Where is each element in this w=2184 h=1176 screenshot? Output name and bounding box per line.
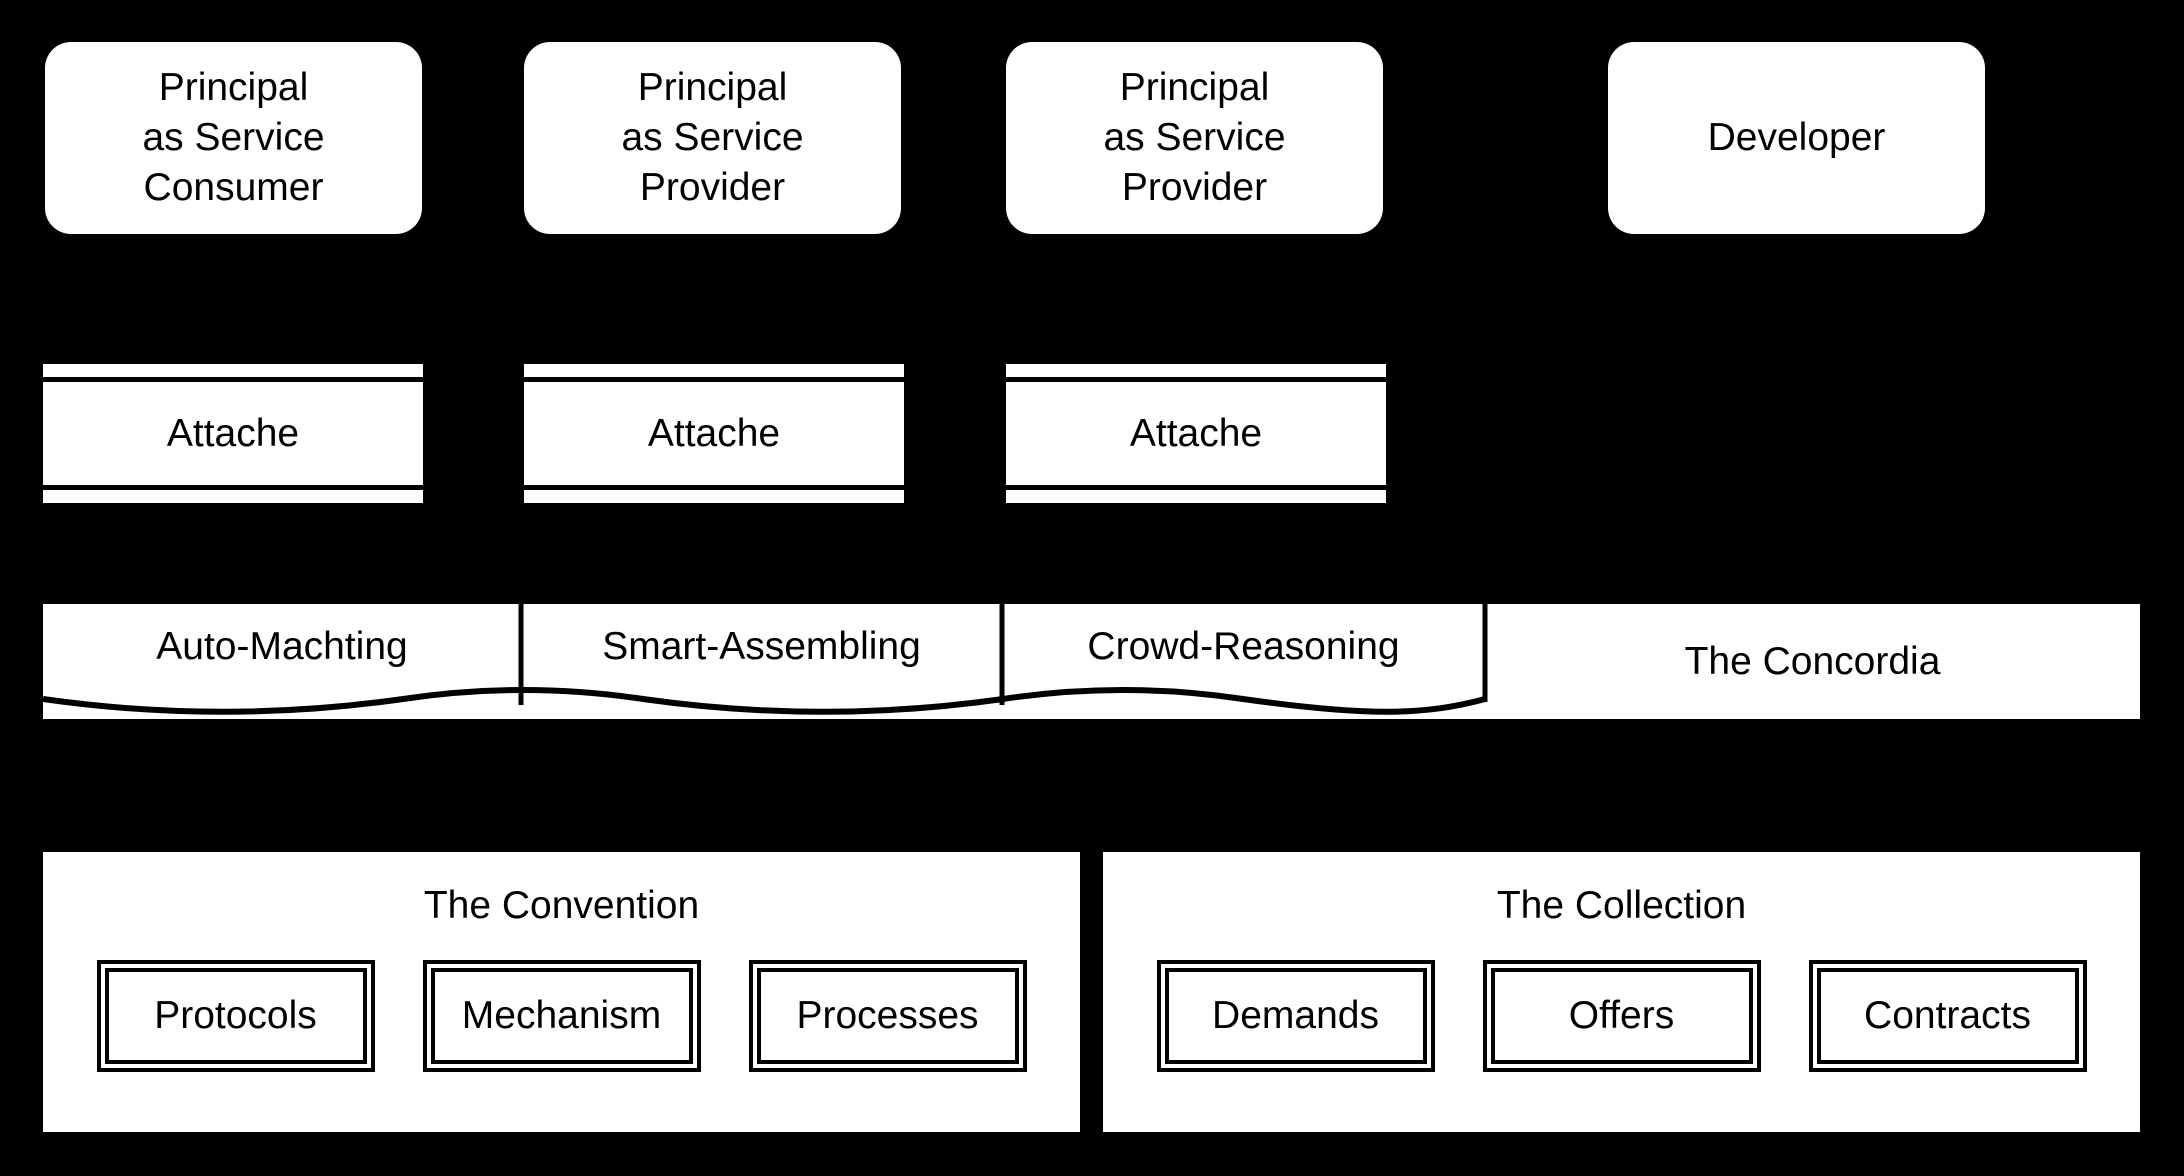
panel-item-protocols[interactable]: Protocols	[96, 960, 375, 1072]
principal-card-service-provider-2[interactable]: Principal as Service Provider	[1006, 42, 1383, 234]
panel-item-inner: Demands	[1164, 968, 1427, 1064]
panel-item-demands[interactable]: Demands	[1156, 960, 1435, 1072]
panel-item-label: Processes	[796, 994, 979, 1037]
attache-label: Attache	[166, 411, 300, 455]
panel-the-convention[interactable]: The Convention Protocols Mechanism Proce…	[43, 852, 1080, 1132]
capability-band-outline	[42, 604, 1488, 715]
attache-bottom-cap	[43, 490, 423, 503]
principal-card-service-consumer[interactable]: Principal as Service Consumer	[45, 42, 422, 234]
band-segment-label: Auto-Machting	[156, 625, 408, 668]
panel-item-label: Protocols	[154, 994, 317, 1037]
attache-block-2[interactable]: Attache	[524, 364, 904, 503]
principal-card-label: Developer	[1707, 116, 1886, 160]
principal-card-service-provider-1[interactable]: Principal as Service Provider	[524, 42, 901, 234]
capability-band: Auto-Machting Smart-Assembling Crowd-Rea…	[42, 604, 2140, 719]
principal-card-label: Principal as Service Consumer	[142, 66, 325, 209]
panel-item-list: Protocols Mechanism Processes	[43, 960, 1080, 1072]
panel-item-processes[interactable]: Processes	[748, 960, 1027, 1072]
panel-item-inner: Offers	[1490, 968, 1753, 1064]
band-segment-label: Smart-Assembling	[602, 625, 921, 668]
panel-item-inner: Mechanism	[430, 968, 693, 1064]
band-segment-the-concordia[interactable]: The Concordia	[1485, 604, 2140, 719]
principal-card-label: Principal as Service Provider	[621, 66, 804, 209]
panel-item-inner: Processes	[756, 968, 1019, 1064]
attache-label: Attache	[647, 411, 781, 455]
attache-body: Attache	[43, 382, 423, 485]
principal-card-developer[interactable]: Developer	[1608, 42, 1985, 234]
panel-item-label: Demands	[1212, 994, 1379, 1037]
band-segment-label: Crowd-Reasoning	[1087, 625, 1400, 668]
attache-block-3[interactable]: Attache	[1006, 364, 1386, 503]
panel-item-inner: Contracts	[1816, 968, 2079, 1064]
attache-top-cap	[1006, 364, 1386, 377]
attache-block-1[interactable]: Attache	[43, 364, 423, 503]
band-segment-auto-machting[interactable]: Auto-Machting	[43, 604, 521, 690]
panel-title: The Convention	[423, 884, 700, 927]
panel-item-offers[interactable]: Offers	[1482, 960, 1761, 1072]
panel-item-mechanism[interactable]: Mechanism	[422, 960, 701, 1072]
panel-item-label: Mechanism	[461, 994, 662, 1037]
attache-top-cap	[524, 364, 904, 377]
panel-item-label: Contracts	[1864, 994, 2031, 1037]
panel-item-contracts[interactable]: Contracts	[1808, 960, 2087, 1072]
attache-label: Attache	[1129, 411, 1263, 455]
panel-the-collection[interactable]: The Collection Demands Offers Contracts	[1103, 852, 2140, 1132]
attache-body: Attache	[1006, 382, 1386, 485]
attache-top-cap	[43, 364, 423, 377]
torn-edge-path	[42, 687, 1486, 715]
attache-bottom-cap	[1006, 490, 1386, 503]
band-segment-crowd-reasoning[interactable]: Crowd-Reasoning	[1002, 604, 1485, 690]
panel-title: The Collection	[1496, 884, 1747, 927]
panel-item-list: Demands Offers Contracts	[1103, 960, 2140, 1072]
band-segment-label: The Concordia	[1684, 639, 1941, 683]
band-segment-smart-assembling[interactable]: Smart-Assembling	[521, 604, 1002, 690]
attache-bottom-cap	[524, 490, 904, 503]
attache-body: Attache	[524, 382, 904, 485]
panel-item-label: Offers	[1568, 994, 1675, 1037]
panel-item-inner: Protocols	[104, 968, 367, 1064]
principal-card-label: Principal as Service Provider	[1103, 66, 1286, 209]
